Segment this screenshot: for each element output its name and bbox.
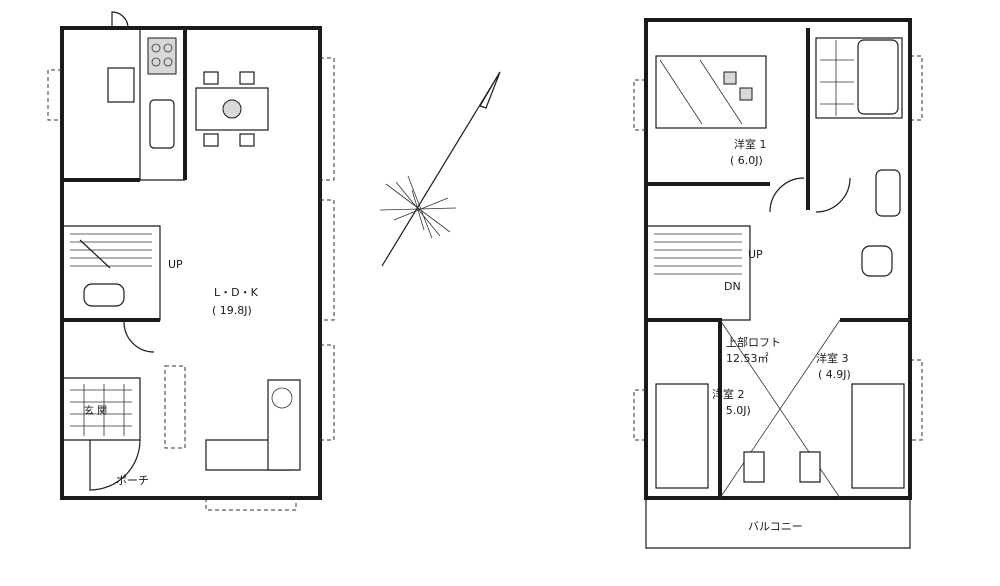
window xyxy=(320,199,335,321)
shoe-storage xyxy=(164,365,186,449)
window xyxy=(910,55,923,121)
window xyxy=(910,359,923,441)
pillow xyxy=(723,71,737,85)
first-floor-plan: UP L・D・K ( 19.8J) 玄 関 ポーチ xyxy=(47,11,335,511)
chair xyxy=(239,133,255,147)
window xyxy=(633,389,646,441)
room2-name-label: 洋室 2 xyxy=(712,387,745,401)
room1-area-label: ( 6.0J) xyxy=(730,154,763,167)
window xyxy=(47,69,62,121)
room3-area-label: ( 4.9J) xyxy=(818,368,851,381)
window xyxy=(320,57,335,181)
sink-icon xyxy=(149,99,175,149)
stair-treads xyxy=(70,233,152,267)
porch-label: ポーチ xyxy=(116,474,149,487)
stair-arrow xyxy=(79,239,111,269)
stair-outline xyxy=(646,225,751,321)
window xyxy=(320,344,335,441)
loft-name-label: 上部ロフト xyxy=(726,335,781,349)
loft-area-label: 12.53㎡ xyxy=(726,352,769,365)
chair xyxy=(203,133,219,147)
genkan-outline xyxy=(62,377,141,441)
first-floor-outer-wall xyxy=(60,26,322,500)
ldk-name-label: L・D・K xyxy=(214,286,259,299)
side-table xyxy=(271,387,293,409)
desk xyxy=(799,451,821,483)
wall xyxy=(646,28,810,210)
bed xyxy=(655,383,709,489)
toilet-icon xyxy=(83,283,125,307)
window xyxy=(205,498,297,511)
desk xyxy=(743,451,765,483)
bed xyxy=(851,383,905,489)
window xyxy=(633,79,646,131)
room2-area-label: ( 5.0J) xyxy=(718,404,751,417)
entry-door-top xyxy=(111,11,129,29)
second-floor-plan: 洋室 1 ( 6.0J) UP DN 上部ロフト 12.53㎡ 洋室 3 ( 4… xyxy=(633,18,923,549)
sofa xyxy=(267,379,301,471)
bathtub-icon xyxy=(857,39,899,115)
ldk-area-label: ( 19.8J) xyxy=(212,304,252,317)
door-swing xyxy=(769,177,805,213)
room1-name-label: 洋室 1 xyxy=(734,137,767,151)
stair-dn-label: DN xyxy=(724,280,741,293)
balcony-label: バルコニー xyxy=(748,520,803,533)
stair-up-label-2f: UP xyxy=(748,248,763,261)
door-swing xyxy=(123,321,155,353)
balcony-outline xyxy=(645,498,911,549)
entry-door-swing xyxy=(89,439,141,491)
fridge xyxy=(107,67,135,103)
washbasin-icon xyxy=(875,169,901,217)
compass-rose-icon xyxy=(379,71,501,267)
plant-icon xyxy=(222,99,242,119)
chair xyxy=(239,71,255,85)
chair xyxy=(203,71,219,85)
pillow xyxy=(739,87,753,101)
genkan-label: 玄 関 xyxy=(84,404,107,417)
genkan-tiles xyxy=(70,384,132,436)
room3-name-label: 洋室 3 xyxy=(816,351,849,365)
stove-icon xyxy=(147,37,177,75)
toilet-icon xyxy=(861,245,893,277)
stair-up-label: UP xyxy=(168,258,183,271)
door-swing xyxy=(815,177,851,213)
